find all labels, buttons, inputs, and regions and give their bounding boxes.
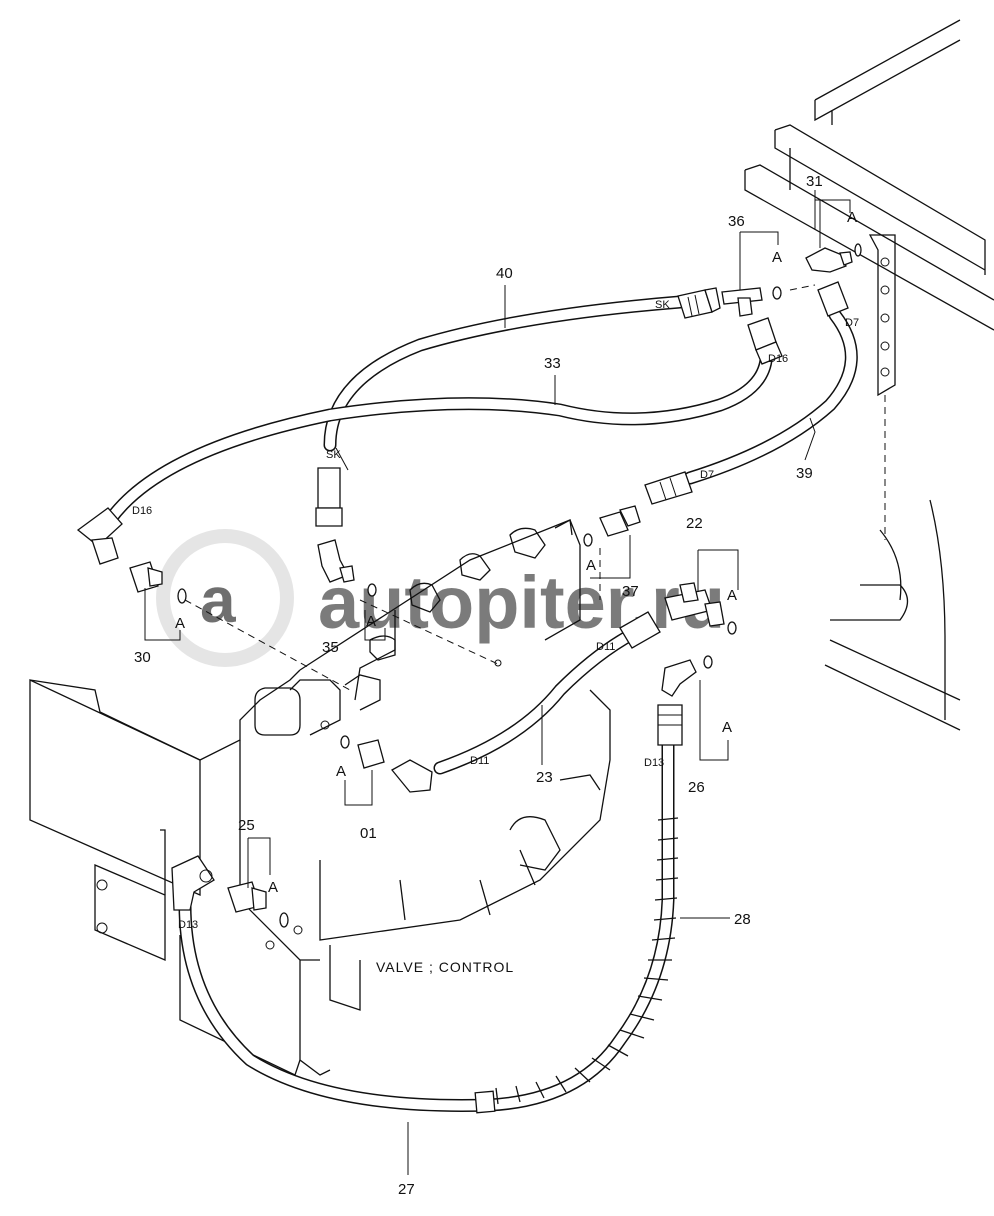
hose-23 xyxy=(433,623,647,775)
adapter-25 xyxy=(227,881,289,928)
label-d13-right: D13 xyxy=(644,757,664,769)
elbow-d13-left xyxy=(171,855,215,911)
label-part-26: 26 xyxy=(688,779,705,796)
label-part-35: 35 xyxy=(322,639,339,656)
label-a-25: A xyxy=(268,879,278,896)
label-part-27: 27 xyxy=(398,1181,415,1198)
adapter-01 xyxy=(340,735,385,769)
elbow-d16-left xyxy=(76,507,123,565)
leader-lines xyxy=(144,190,851,1175)
adapter-37 xyxy=(583,505,641,547)
fitting-d16-right xyxy=(747,317,783,365)
label-a-36: A xyxy=(772,249,782,266)
label-a-26: A xyxy=(722,719,732,736)
tee-fitting-36 xyxy=(721,286,782,317)
label-d16-left: D16 xyxy=(132,505,152,517)
label-part-25: 25 xyxy=(238,817,255,834)
label-a-35: A xyxy=(366,613,376,630)
dashed-lines xyxy=(184,284,816,691)
spiral-guard-28 xyxy=(474,817,679,1114)
label-part-36: 36 xyxy=(728,213,745,230)
fitting-d7-lower xyxy=(644,471,693,505)
elbow-fitting-31 xyxy=(805,243,862,273)
hose-33 xyxy=(103,333,773,527)
label-d16-right: D16 xyxy=(768,353,788,365)
label-d13-left: D13 xyxy=(178,919,198,931)
fitting-sk-lower xyxy=(315,467,343,527)
fitting-d13-right xyxy=(657,704,683,746)
watermark: a autopiter.ru xyxy=(156,529,725,667)
label-part-39: 39 xyxy=(796,465,813,482)
fitting-d11-lower xyxy=(391,759,433,793)
adapter-30 xyxy=(129,561,187,604)
label-part-31: 31 xyxy=(806,173,823,190)
elbow-fitting-26 xyxy=(661,655,713,697)
label-part-28: 28 xyxy=(734,911,751,928)
label-part-01: 01 xyxy=(360,825,377,842)
label-sk-lower: SK xyxy=(326,449,341,461)
label-part-37: 37 xyxy=(622,583,639,600)
elbow-fitting-35 xyxy=(317,539,377,597)
label-d7-upper: D7 xyxy=(845,317,859,329)
watermark-text: autopiter.ru xyxy=(318,561,725,644)
control-valve-body: VALVE ; CONTROL xyxy=(29,518,611,1076)
fitting-d7-upper xyxy=(817,281,849,317)
label-a-31: A xyxy=(847,209,857,226)
label-d11-upper: D11 xyxy=(596,641,615,653)
label-part-40: 40 xyxy=(496,265,513,282)
caption-valve-control: VALVE ; CONTROL xyxy=(376,959,514,975)
label-d7-lower: D7 xyxy=(700,469,714,481)
label-a-37: A xyxy=(586,557,596,574)
label-a-22: A xyxy=(727,587,737,604)
label-part-23: 23 xyxy=(536,769,553,786)
fitting-d11-upper xyxy=(619,611,661,649)
chassis-frame xyxy=(744,19,994,731)
label-a-30: A xyxy=(175,615,185,632)
label-part-22: 22 xyxy=(686,515,703,532)
hose-40 xyxy=(323,295,687,452)
label-a-01: A xyxy=(336,763,346,780)
label-d11-lower: D11 xyxy=(470,755,489,767)
label-part-33: 33 xyxy=(544,355,561,372)
fitting-sk-upper xyxy=(677,287,721,319)
tee-fitting-22 xyxy=(664,582,737,635)
label-part-30: 30 xyxy=(134,649,151,666)
hose-39 xyxy=(683,308,858,485)
label-sk-upper: SK xyxy=(655,299,670,311)
